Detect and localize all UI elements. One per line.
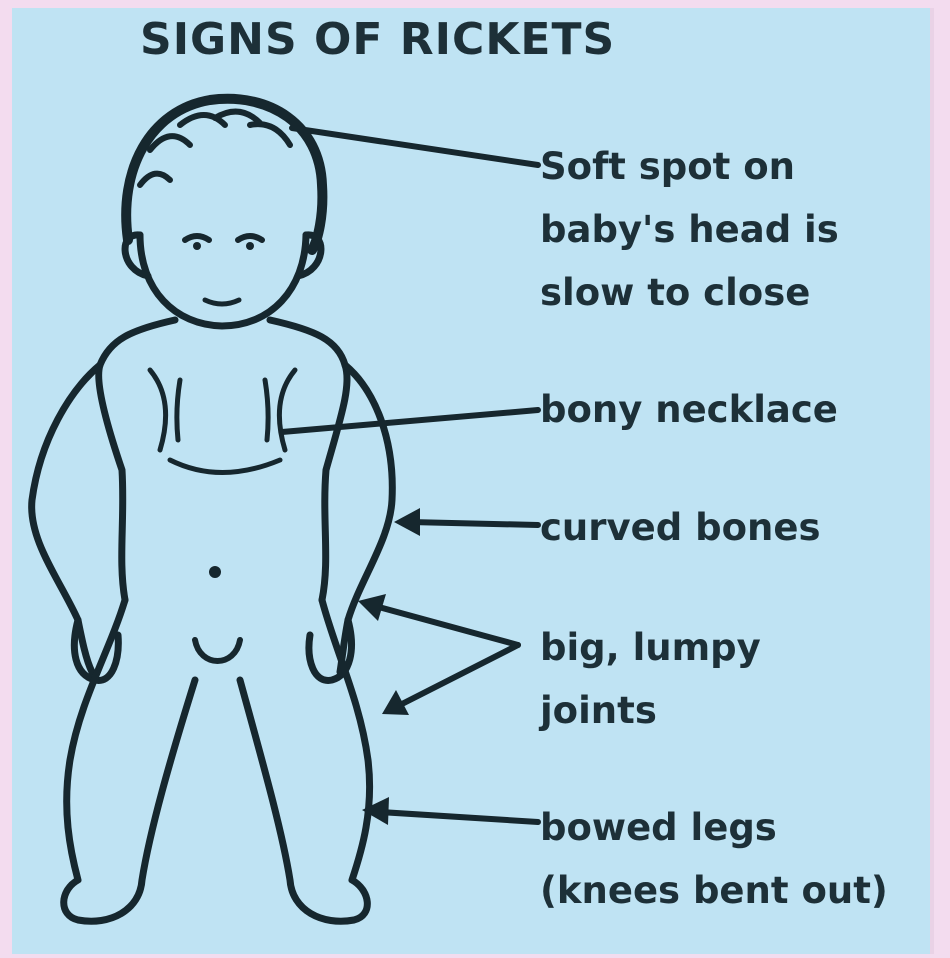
label-bony-necklace: bony necklace — [540, 378, 838, 441]
label-soft-spot: Soft spot on baby's head is slow to clos… — [540, 135, 839, 324]
label-line: big, lumpy — [540, 616, 761, 679]
groin — [195, 640, 240, 661]
left-arm — [32, 365, 100, 672]
curved-bones-arrowhead — [394, 508, 420, 536]
label-line: slow to close — [540, 261, 839, 324]
label-line: Soft spot on — [540, 135, 839, 198]
bony-necklace-leader — [282, 410, 538, 432]
joints-arrowhead-upper — [358, 594, 386, 621]
joints-arrow-line-lower — [398, 645, 518, 706]
label-bowed-legs: bowed legs (knees bent out) — [540, 796, 888, 922]
chest-ribs — [150, 370, 295, 473]
label-curved-bones: curved bones — [540, 496, 820, 559]
bowed-legs-arrow-line — [380, 812, 538, 822]
label-line: bony necklace — [540, 378, 838, 441]
label-line: baby's head is — [540, 198, 839, 261]
label-line: curved bones — [540, 496, 820, 559]
torso-left — [99, 320, 175, 600]
face-outline — [140, 235, 306, 326]
label-line: joints — [540, 679, 761, 742]
curved-bones-arrow-line — [410, 522, 538, 525]
soft-spot-leader — [292, 128, 538, 165]
label-line: bowed legs — [540, 796, 888, 859]
label-line: (knees bent out) — [540, 859, 888, 922]
eyes — [185, 236, 262, 240]
joints-arrow-line-upper — [375, 606, 518, 645]
label-lumpy-joints: big, lumpy joints — [540, 616, 761, 742]
mouth — [205, 300, 239, 304]
